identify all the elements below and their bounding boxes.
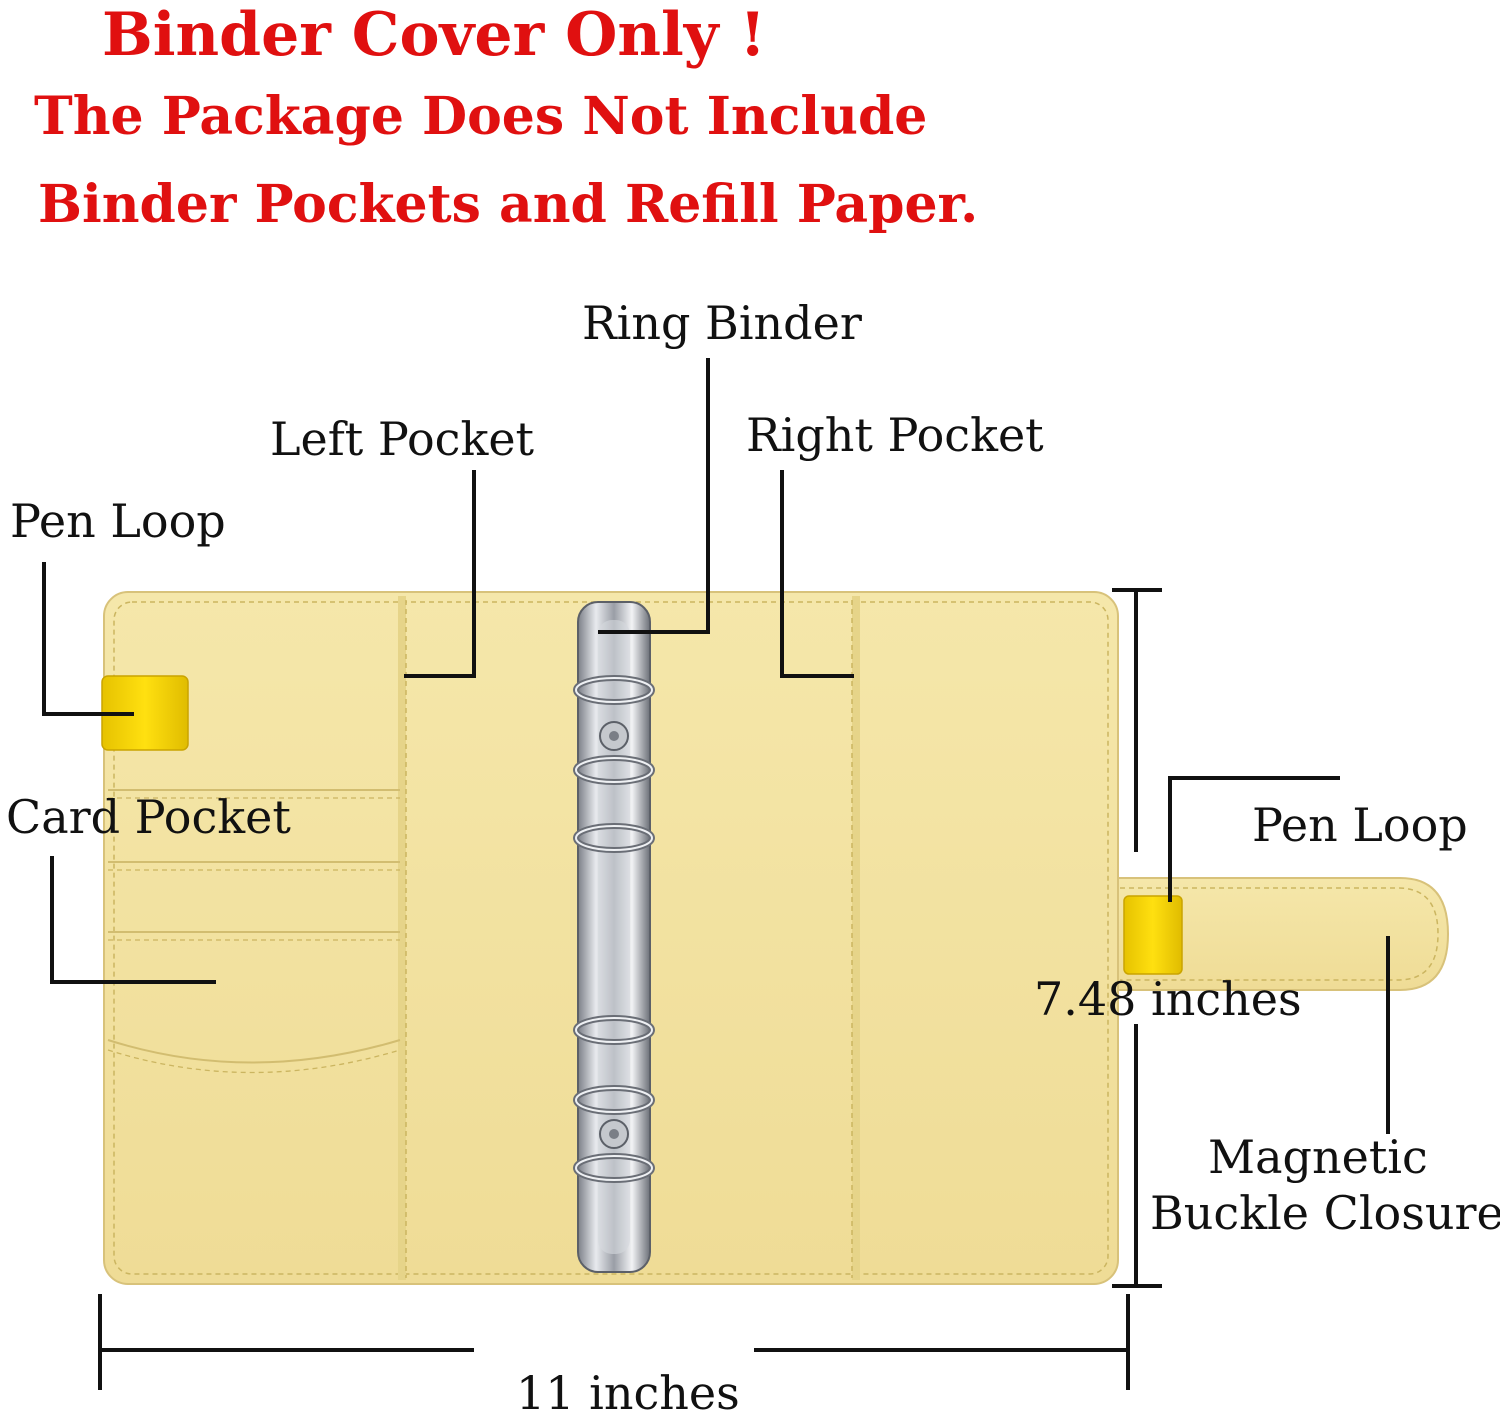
- left-pocket-leader: [404, 470, 476, 678]
- pen-loop-left-label: Pen Loop: [10, 494, 226, 548]
- magnetic-label-line-1: Magnetic: [1208, 1130, 1428, 1184]
- pen-loop-right-leader: [1168, 776, 1340, 902]
- right-pocket-leader: [780, 470, 854, 678]
- width-dimension: [98, 1294, 1130, 1390]
- heading-line-2: Binder Pockets and Refill Paper.: [38, 174, 979, 235]
- card-pocket-label: Card Pocket: [6, 790, 291, 844]
- right-pocket-label: Right Pocket: [746, 408, 1044, 462]
- magnetic-label-line-2: Buckle Closure: [1150, 1186, 1500, 1240]
- pen-loop-right: [1123, 895, 1183, 975]
- height-dimension: [1112, 588, 1162, 1288]
- ring-binder-leader: [598, 358, 710, 634]
- heading-title: Binder Cover Only !: [102, 0, 766, 70]
- ring-binder-label: Ring Binder: [582, 296, 862, 350]
- card-pockets: [107, 789, 401, 1074]
- magnetic-strap: [1109, 877, 1450, 991]
- heading-line-1: The Package Does Not Include: [34, 86, 928, 147]
- ring-binder-mechanism: [573, 601, 655, 1273]
- pen-loop-right-label: Pen Loop: [1252, 798, 1468, 852]
- pen-loop-left-leader: [42, 562, 134, 716]
- card-pocket-leader: [50, 856, 216, 984]
- width-dimension-label: 11 inches: [516, 1366, 740, 1420]
- right-pocket-panel: [851, 596, 860, 1280]
- left-pocket-label: Left Pocket: [270, 412, 535, 466]
- left-pocket-panel: [398, 596, 407, 1280]
- height-dimension-label: 7.48 inches: [1034, 972, 1302, 1026]
